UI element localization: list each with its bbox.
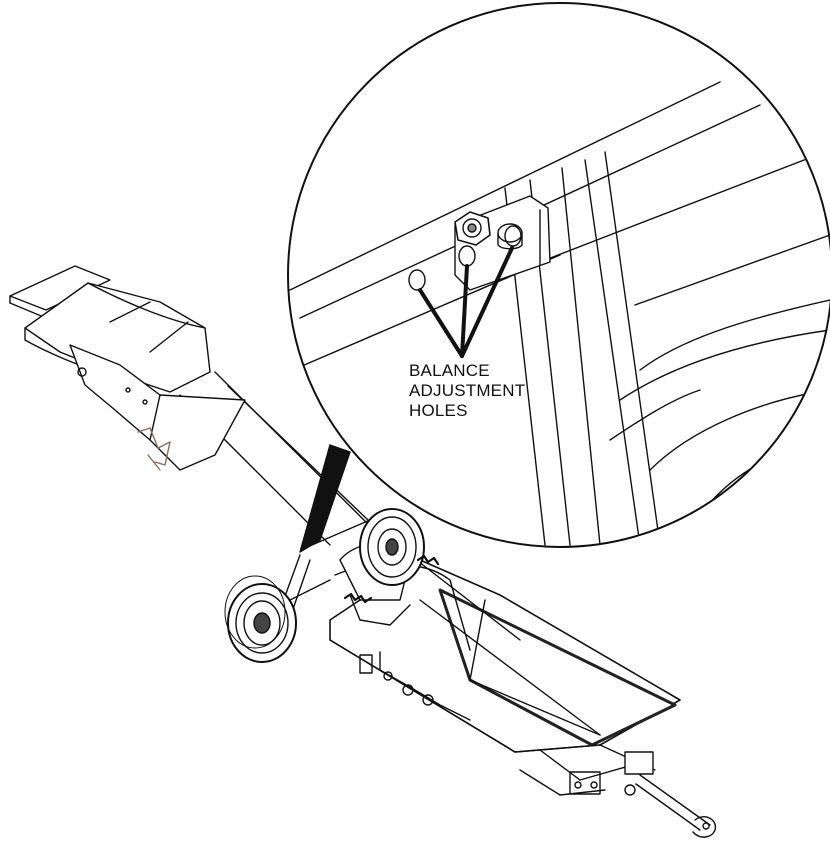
right-wheel: [359, 508, 425, 586]
left-wheel: [224, 575, 297, 663]
discharge-hood: [9, 265, 246, 471]
balance-adjustment-holes-label: BALANCE ADJUSTMENT HOLES: [409, 361, 525, 421]
adjustment-hole: [408, 269, 426, 291]
hole-pointer-lines: [418, 246, 514, 358]
adjustment-hole: [458, 245, 476, 267]
label-line: HOLES: [409, 401, 468, 420]
callout-leader: [299, 444, 351, 553]
balance-springs: [343, 554, 440, 604]
detail-view: [287, 2, 830, 548]
tow-hitch: [624, 751, 717, 838]
nut-icon: [454, 211, 491, 246]
hopper: [329, 559, 681, 796]
spout-bracket: [137, 427, 171, 471]
label-line: ADJUSTMENT: [409, 381, 526, 400]
label-line: BALANCE: [409, 361, 490, 380]
adjustment-hole: [504, 225, 522, 247]
